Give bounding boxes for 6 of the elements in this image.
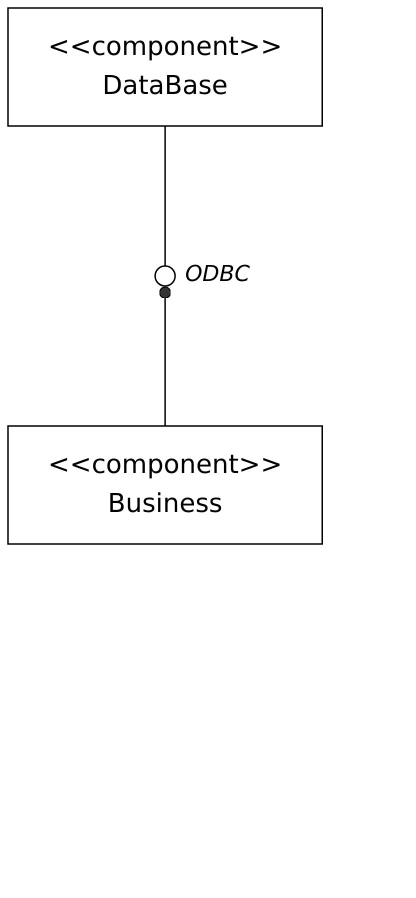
node-box: <<component>> Business: [7, 425, 323, 545]
interface-label: ODBC: [185, 262, 250, 287]
connector: [159, 286, 172, 426]
connector: [164, 126, 166, 266]
node-circle: [154, 265, 176, 287]
node-box: <<component>> DataBase: [7, 7, 323, 127]
